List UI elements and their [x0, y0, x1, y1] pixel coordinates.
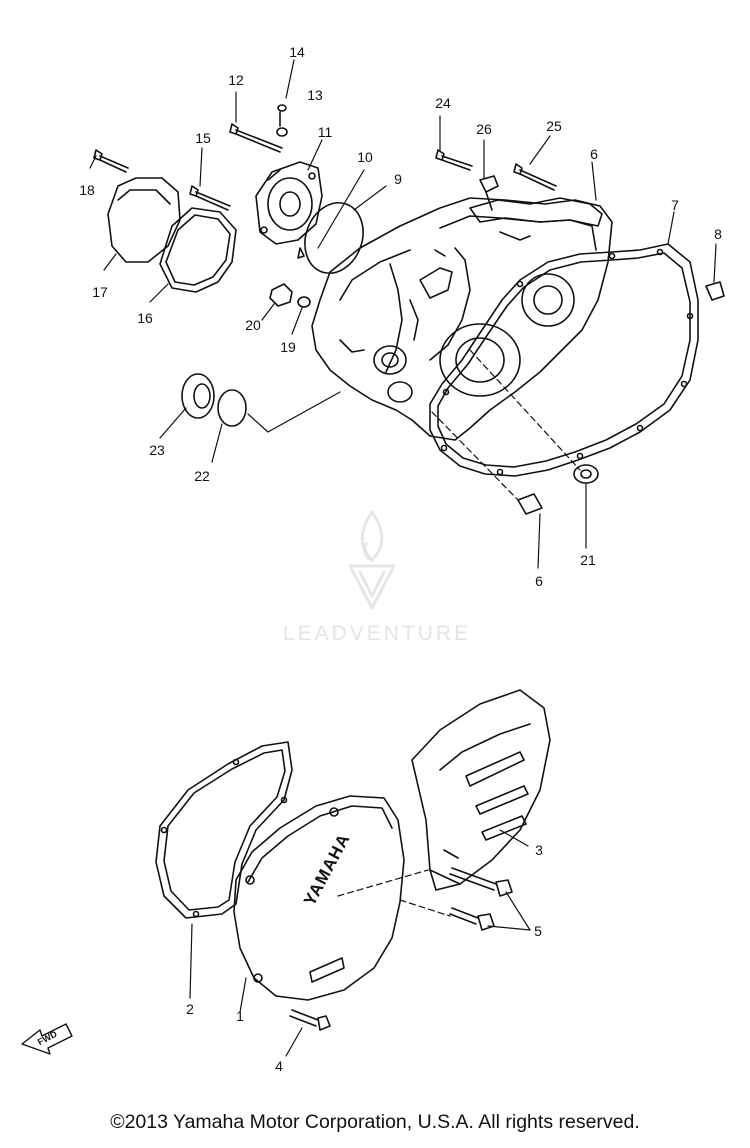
gasket-16 [159, 207, 237, 293]
callout-7: 7 [671, 197, 679, 213]
seal-21-inner [580, 469, 592, 479]
callout-16: 16 [137, 310, 153, 326]
clutch-cover-17 [107, 177, 181, 263]
callout-21: 21 [580, 552, 596, 568]
callout-5: 5 [534, 923, 542, 939]
callout-14: 14 [289, 44, 305, 60]
upper-gasket [469, 197, 603, 227]
cover-gasket [429, 243, 699, 477]
fwd-arrow-shape [21, 1023, 73, 1055]
bolts [93, 104, 557, 211]
bolt-4 [289, 1009, 331, 1031]
o-ring-9 [304, 202, 364, 274]
leader-lines-lower [189, 829, 531, 1057]
gasket-2 [155, 741, 293, 919]
crankcase-cover-right [311, 197, 613, 441]
callout-26: 26 [476, 121, 492, 137]
callout-6-upper: 6 [590, 146, 598, 162]
dowel-6-lower [517, 493, 543, 515]
plug-20 [269, 283, 293, 307]
callout-8: 8 [714, 226, 722, 242]
bolts-5 [449, 867, 513, 931]
callout-19: 19 [280, 339, 296, 355]
callout-1: 1 [236, 1008, 244, 1024]
callout-12: 12 [228, 72, 244, 88]
callout-25: 25 [546, 118, 562, 134]
o-ring-22 [217, 389, 247, 427]
callout-10: 10 [357, 149, 373, 165]
callout-18: 18 [79, 182, 95, 198]
water-pump-cover [255, 161, 323, 245]
callout-20: 20 [245, 317, 261, 333]
generator-cover-1 [233, 795, 405, 1001]
seal-21 [573, 464, 599, 484]
callout-2: 2 [186, 1001, 194, 1017]
watermark-logo [348, 510, 396, 610]
callout-24: 24 [435, 95, 451, 111]
callout-4: 4 [275, 1058, 283, 1074]
callout-13: 13 [307, 87, 323, 103]
callout-23: 23 [149, 442, 165, 458]
seal-10 [297, 247, 305, 259]
oil-seal-23-inner [193, 383, 211, 409]
callout-3: 3 [535, 842, 543, 858]
sprocket-cover-3 [411, 689, 551, 891]
callout-15: 15 [195, 130, 211, 146]
washer-19 [297, 296, 311, 308]
callout-6-lower: 6 [535, 573, 543, 589]
watermark-text: LEADVENTURE [282, 622, 472, 645]
callout-9: 9 [394, 171, 402, 187]
dowel-8 [705, 281, 725, 301]
callout-11: 11 [317, 124, 333, 140]
copyright-notice: ©2013 Yamaha Motor Corporation, U.S.A. A… [110, 1111, 640, 1133]
callout-17: 17 [92, 284, 108, 300]
callout-22: 22 [194, 468, 210, 484]
leader-lines-upper [89, 59, 717, 569]
oil-seal-23 [181, 373, 215, 419]
